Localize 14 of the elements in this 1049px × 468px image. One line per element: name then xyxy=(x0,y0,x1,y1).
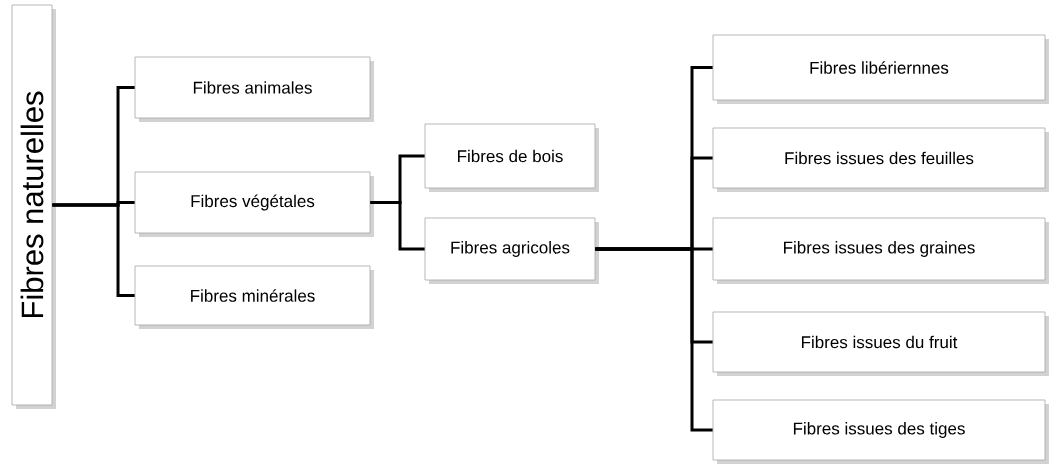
category-box: Fibres issues des graines xyxy=(712,217,1049,284)
title-box: Fibres naturelles xyxy=(11,4,56,409)
category-box: Fibres de bois xyxy=(424,123,599,192)
category-box: Fibres issues des tiges xyxy=(712,399,1049,464)
category-box: Fibres issues des feuilles xyxy=(712,127,1049,192)
category-box: Fibres libériernnes xyxy=(712,34,1049,104)
category-box: Fibres minérales xyxy=(134,265,374,329)
connector xyxy=(370,201,425,251)
connector xyxy=(595,247,713,432)
category-box: Fibres agricoles xyxy=(424,217,599,284)
category-box: Fibres végétales xyxy=(134,171,374,237)
category-box: Fibres animales xyxy=(134,56,374,122)
category-box: Fibres issues du fruit xyxy=(712,311,1049,376)
connector xyxy=(52,203,135,297)
